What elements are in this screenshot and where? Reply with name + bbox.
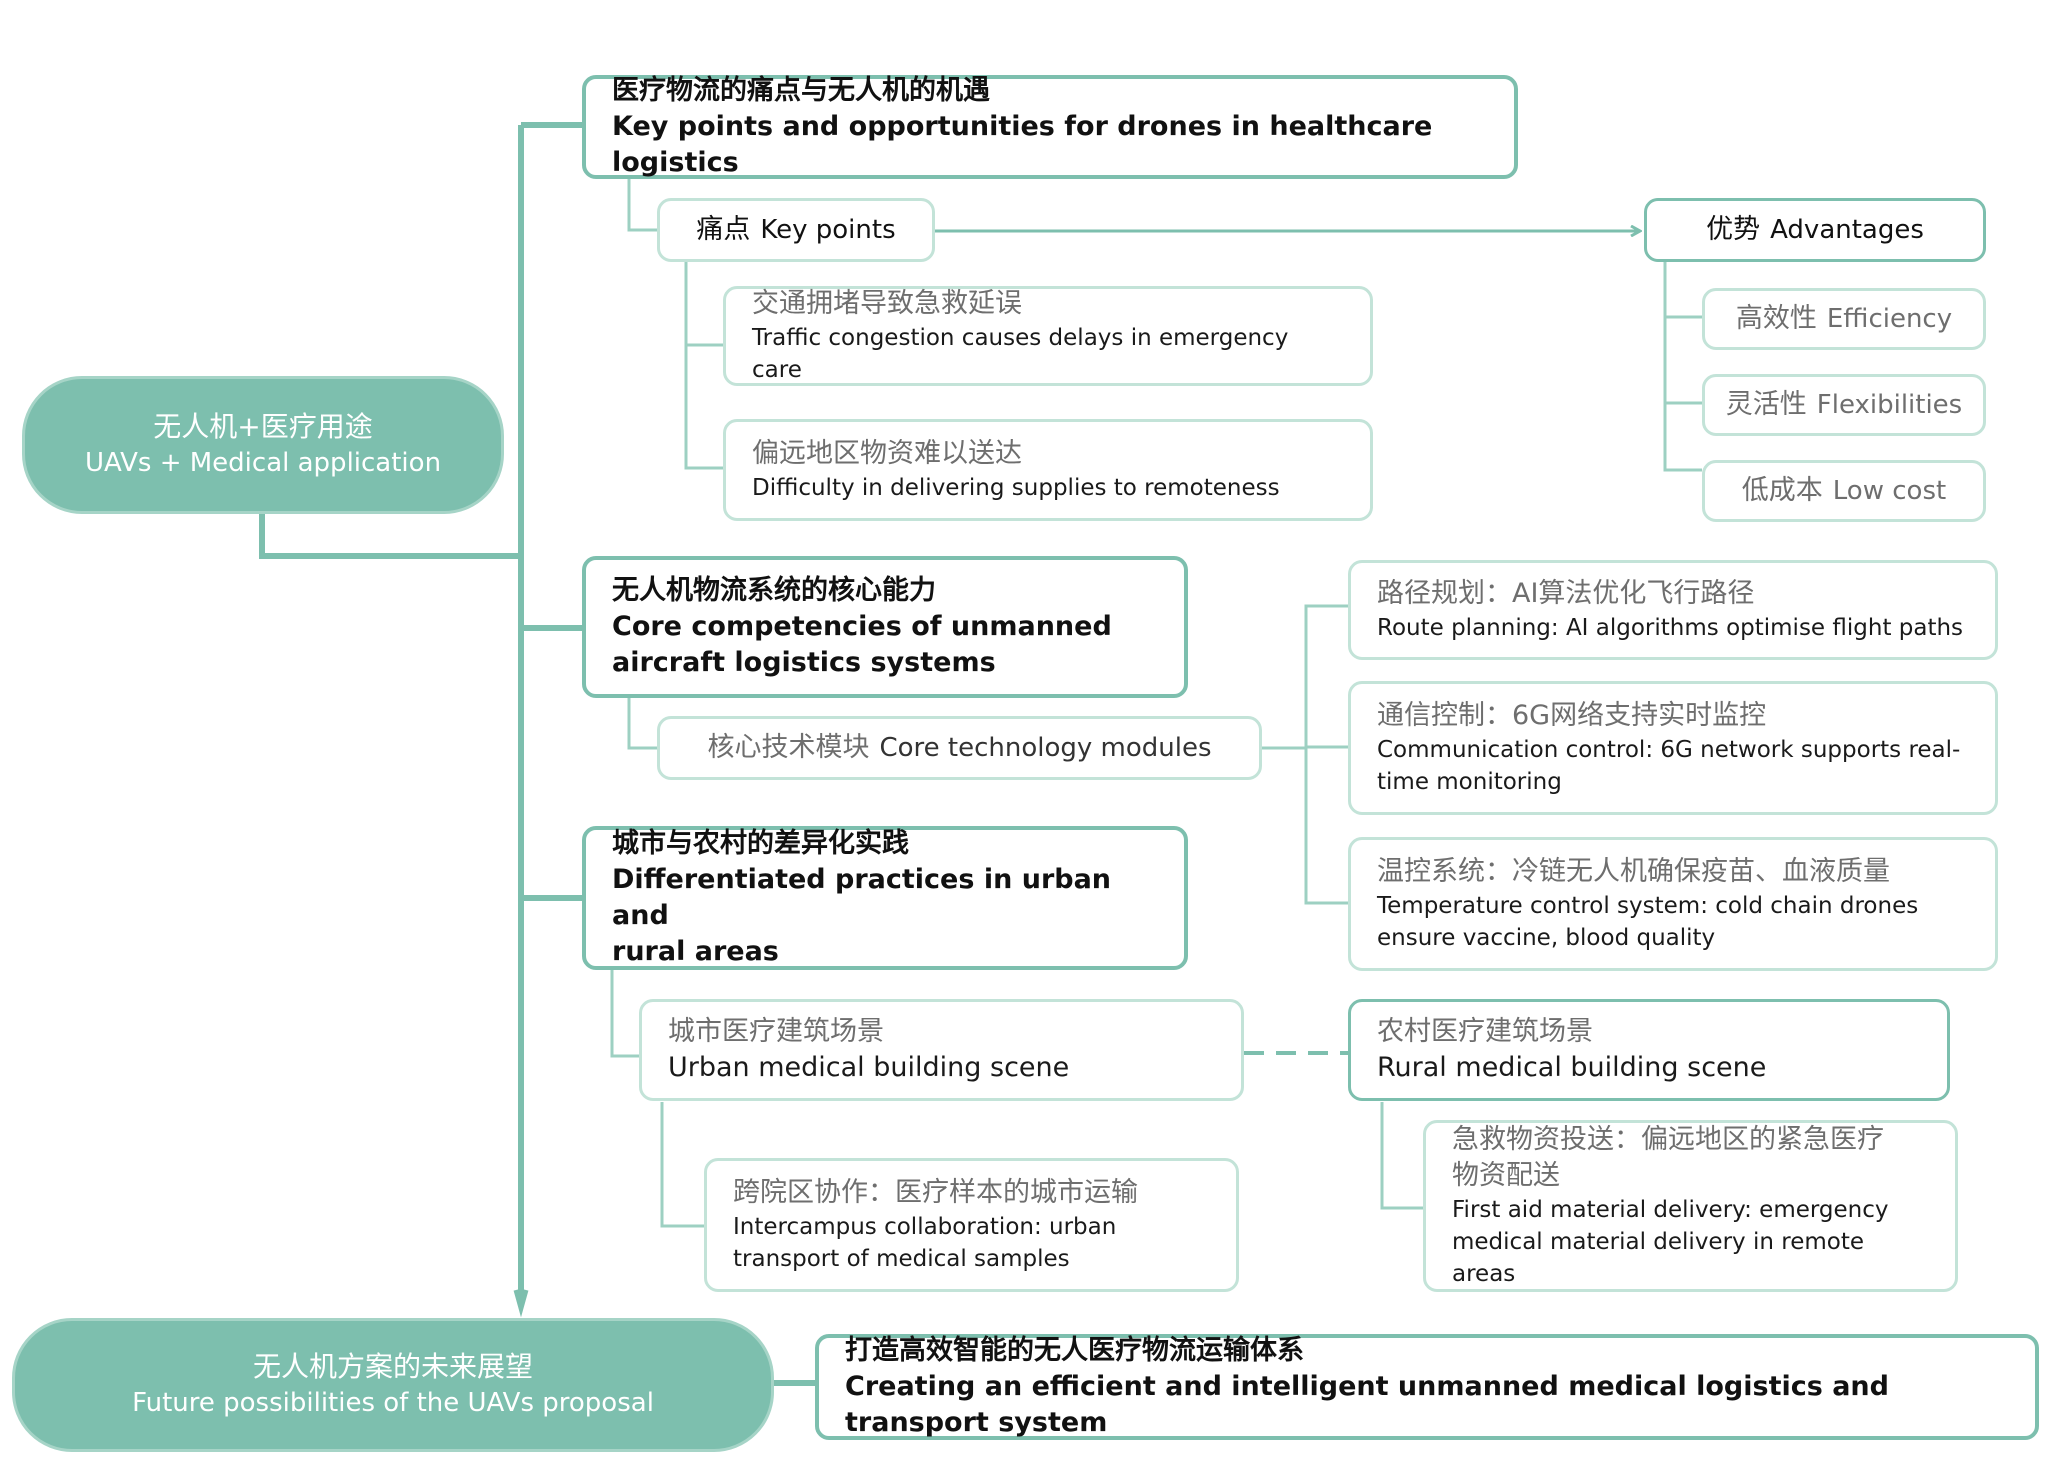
urban-detail: 跨院区协作：医疗样本的城市运输 Intercampus collaboratio… — [704, 1158, 1239, 1292]
tech-detail-en-line2: time monitoring — [1377, 769, 1562, 795]
rural-detail-zh-line1: 急救物资投送：偏远地区的紧急医疗 — [1452, 1124, 1884, 1155]
rural-scene-node: 农村医疗建筑场景 Rural medical building scene — [1348, 999, 1950, 1101]
section3-title-en-line1: Differentiated practices in urban and — [612, 864, 1112, 931]
advantage-zh: 低成本 — [1741, 475, 1823, 506]
advantages-zh: 优势 — [1706, 214, 1761, 245]
tech-detail-en: Route planning: AI algorithms optimise f… — [1377, 615, 1964, 641]
core-modules-node: 核心技术模块 Core technology modules — [657, 716, 1262, 780]
rural-detail: 急救物资投送：偏远地区的紧急医疗 物资配送 First aid material… — [1423, 1120, 1958, 1292]
tech-detail-en-line1: Communication control: 6G network suppor… — [1377, 737, 1961, 763]
urban-detail-en-line1: Intercampus collaboration: urban — [733, 1214, 1117, 1240]
section3-header: 城市与农村的差异化实践 Differentiated practices in … — [582, 826, 1188, 970]
tech-detail-zh: 温控系统：冷链无人机确保疫苗、血液质量 — [1377, 856, 1890, 887]
tech-detail: 路径规划：AI算法优化飞行路径 Route planning: AI algor… — [1348, 560, 1998, 660]
section3-title-zh: 城市与农村的差异化实践 — [612, 828, 909, 859]
key-points-en: Key points — [760, 215, 896, 245]
future-title-zh: 无人机方案的未来展望 — [252, 1350, 533, 1383]
key-points-node: 痛点 Key points — [657, 198, 935, 262]
tech-detail-zh: 通信控制：6G网络支持实时监控 — [1377, 700, 1767, 731]
rural-detail-en-line2: medical material delivery in remote area… — [1452, 1229, 1864, 1287]
section1-title-zh: 医疗物流的痛点与无人机的机遇 — [612, 75, 990, 106]
key-point-item: 偏远地区物资难以送达 Difficulty in delivering supp… — [723, 419, 1373, 521]
main-trunk — [259, 122, 815, 1386]
section1-title-en: Key points and opportunities for drones … — [612, 111, 1433, 178]
advantages-en: Advantages — [1770, 215, 1924, 245]
urban-scene-node: 城市医疗建筑场景 Urban medical building scene — [639, 999, 1244, 1101]
section1-connectors — [627, 178, 1702, 472]
advantage-en: Efficiency — [1826, 304, 1953, 334]
urban-detail-en-line2: transport of medical samples — [733, 1246, 1070, 1272]
advantage-en: Low cost — [1832, 476, 1947, 506]
section1-header: 医疗物流的痛点与无人机的机遇 Key points and opportunit… — [582, 75, 1518, 179]
rural-scene-zh: 农村医疗建筑场景 — [1377, 1016, 1593, 1047]
advantage-zh: 灵活性 — [1725, 389, 1807, 420]
section2-header: 无人机物流系统的核心能力 Core competencies of unmann… — [582, 556, 1188, 698]
root-title-en: UAVs + Medical application — [84, 448, 442, 478]
rural-detail-zh-line2: 物资配送 — [1452, 1160, 1560, 1191]
section3-connectors — [610, 970, 1423, 1228]
key-point-zh: 交通拥堵导致急救延误 — [752, 288, 1022, 319]
root-node: 无人机+医疗用途 UAVs + Medical application — [22, 376, 504, 514]
advantage-item: 低成本 Low cost — [1702, 460, 1986, 522]
core-modules-en: Core technology modules — [879, 733, 1212, 763]
future-title-en: Future possibilities of the UAVs proposa… — [132, 1388, 654, 1418]
advantages-node: 优势 Advantages — [1644, 198, 1986, 262]
tech-detail-en-line2: ensure vaccine, blood quality — [1377, 925, 1716, 951]
section2-title-zh: 无人机物流系统的核心能力 — [612, 575, 936, 606]
tech-detail-zh: 路径规划：AI算法优化飞行路径 — [1377, 578, 1755, 609]
key-points-zh: 痛点 — [696, 214, 751, 245]
advantage-item: 灵活性 Flexibilities — [1702, 374, 1986, 436]
tech-detail-en-line1: Temperature control system: cold chain d… — [1377, 893, 1919, 919]
tech-detail: 温控系统：冷链无人机确保疫苗、血液质量 Temperature control … — [1348, 837, 1998, 971]
section3-title-en-line2: rural areas — [612, 936, 779, 967]
future-node: 无人机方案的未来展望 Future possibilities of the U… — [12, 1318, 774, 1452]
conclusion-zh: 打造高效智能的无人医疗物流运输体系 — [845, 1335, 1304, 1366]
rural-scene-en: Rural medical building scene — [1377, 1052, 1767, 1083]
core-modules-zh: 核心技术模块 — [707, 732, 870, 763]
urban-scene-en: Urban medical building scene — [668, 1052, 1070, 1083]
tech-detail: 通信控制：6G网络支持实时监控 Communication control: 6… — [1348, 681, 1998, 815]
key-point-item: 交通拥堵导致急救延误 Traffic congestion causes del… — [723, 286, 1373, 386]
advantage-item: 高效性 Efficiency — [1702, 288, 1986, 350]
rural-detail-en-line1: First aid material delivery: emergency — [1452, 1197, 1889, 1223]
root-title-zh: 无人机+医疗用途 — [153, 410, 373, 443]
section2-connectors — [627, 604, 1348, 905]
advantage-zh: 高效性 — [1735, 303, 1817, 334]
advantage-en: Flexibilities — [1816, 390, 1963, 420]
key-point-en: Traffic congestion causes delays in emer… — [752, 325, 1289, 383]
conclusion-node: 打造高效智能的无人医疗物流运输体系 Creating an efficient … — [815, 1334, 2039, 1440]
key-point-zh: 偏远地区物资难以送达 — [752, 438, 1022, 469]
key-point-en: Difficulty in delivering supplies to rem… — [752, 475, 1280, 501]
conclusion-en: Creating an efficient and intelligent un… — [845, 1371, 1889, 1438]
urban-detail-zh: 跨院区协作：医疗样本的城市运输 — [733, 1177, 1138, 1208]
section2-title-en-line2: aircraft logistics systems — [612, 647, 996, 678]
section2-title-en-line1: Core competencies of unmanned — [612, 611, 1112, 642]
urban-scene-zh: 城市医疗建筑场景 — [668, 1016, 884, 1047]
